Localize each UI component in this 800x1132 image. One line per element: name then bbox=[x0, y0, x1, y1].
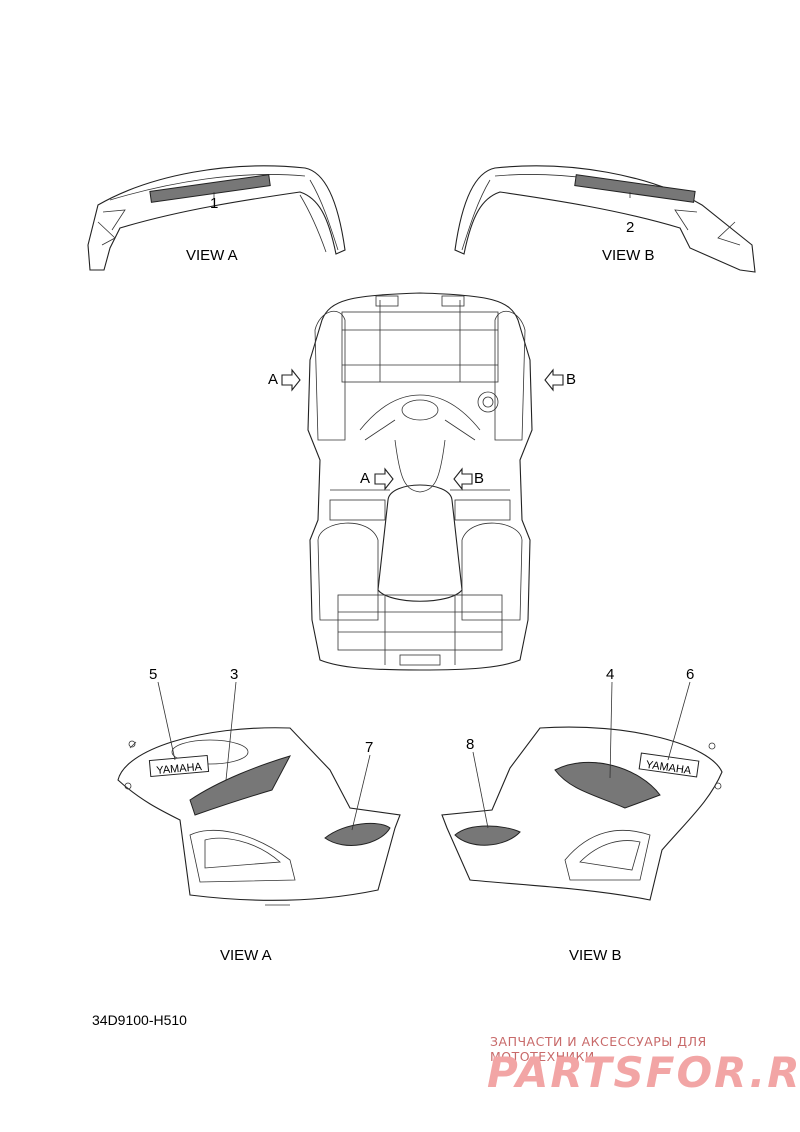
decal-2 bbox=[574, 174, 696, 203]
callout-lines bbox=[157, 681, 691, 831]
callout-8: 8 bbox=[466, 736, 474, 753]
view-arrows: A B A B bbox=[268, 368, 576, 491]
callout-1: 1 bbox=[210, 195, 218, 212]
callout-2: 2 bbox=[626, 219, 634, 236]
yamaha-decal-text-a: YAMAHA bbox=[156, 761, 203, 777]
watermark-brand: PARTSFOR.RU bbox=[487, 1048, 800, 1097]
right-arrow-icon bbox=[281, 368, 301, 392]
decal-5-yamaha bbox=[148, 754, 210, 778]
decal-1 bbox=[149, 174, 271, 203]
watermark-tagline: ЗАПЧАСТИ И АКСЕССУАРЫ ДЛЯ МОТОТЕХНИКИ bbox=[490, 1034, 707, 1064]
arrow-label-inner-a: A bbox=[360, 470, 370, 487]
fender-view-a bbox=[87, 165, 346, 271]
view-label-top-b: VIEW B bbox=[602, 247, 655, 264]
right-arrow-icon bbox=[374, 467, 394, 491]
fender-view-b bbox=[454, 165, 756, 273]
decal-4 bbox=[554, 761, 661, 809]
side-panel-view-b: YAMAHA bbox=[441, 726, 723, 901]
callout-7: 7 bbox=[365, 739, 373, 756]
callout-5: 5 bbox=[149, 666, 157, 683]
atv-top-view bbox=[307, 292, 533, 671]
decal-8 bbox=[454, 825, 521, 846]
arrow-label-inner-b: B bbox=[474, 470, 484, 487]
callout-3: 3 bbox=[230, 666, 238, 683]
arrow-label-outer-a: A bbox=[268, 371, 278, 388]
view-label-bottom-a: VIEW A bbox=[220, 947, 272, 964]
side-panel-view-a: YAMAHA bbox=[117, 727, 401, 906]
left-arrow-icon bbox=[544, 368, 564, 392]
view-label-top-a: VIEW A bbox=[186, 247, 238, 264]
callout-4: 4 bbox=[606, 666, 614, 683]
view-label-bottom-b: VIEW B bbox=[569, 947, 622, 964]
decal-7 bbox=[324, 822, 391, 846]
left-arrow-icon bbox=[453, 467, 473, 491]
callout-6: 6 bbox=[686, 666, 694, 683]
arrow-label-outer-b: B bbox=[566, 371, 576, 388]
decal-3 bbox=[189, 755, 292, 816]
diagram-code: 34D9100-H510 bbox=[92, 1012, 187, 1028]
decal-6-yamaha bbox=[638, 752, 700, 778]
